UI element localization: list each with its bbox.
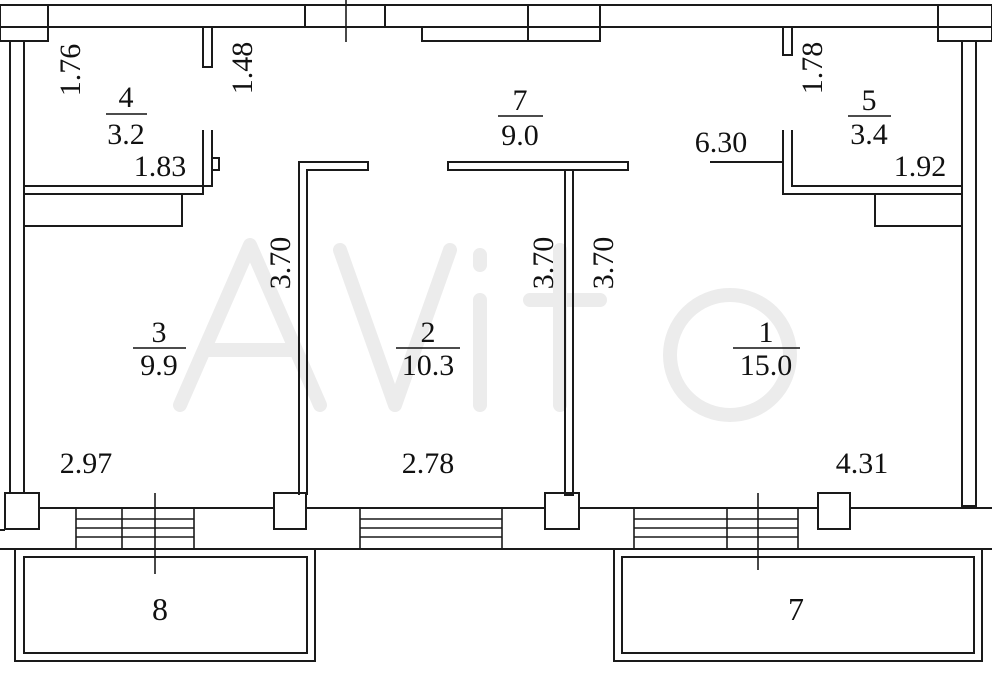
dim-room1-left: 3.70 <box>587 237 620 290</box>
room-2-number: 2 <box>421 316 436 349</box>
room-5-number: 5 <box>862 84 877 117</box>
room-5-area: 3.4 <box>850 118 888 151</box>
room-4-label: 4 3.2 <box>106 81 147 151</box>
dim-room4-bottom: 1.83 <box>134 150 187 183</box>
room-1-label: 1 15.0 <box>733 316 800 382</box>
room-5-label: 5 3.4 <box>848 84 891 151</box>
room-3-label: 3 9.9 <box>133 316 186 382</box>
balcony-7-number: 7 <box>788 591 804 627</box>
window-right <box>633 493 799 570</box>
partition-walls <box>298 161 629 496</box>
room-5-walls <box>710 26 963 227</box>
room-1-area: 15.0 <box>740 349 793 382</box>
room-4-area: 3.2 <box>107 118 145 151</box>
columns <box>4 492 851 530</box>
balcony-8-number: 8 <box>152 591 168 627</box>
room-4-walls <box>23 26 220 227</box>
dim-room4-right: 1.48 <box>226 42 259 95</box>
room-2-area: 10.3 <box>402 349 455 382</box>
room-7-area: 9.0 <box>501 119 539 152</box>
dim-room3-bottom: 2.97 <box>60 447 113 480</box>
room-4-number: 4 <box>119 81 134 114</box>
room-2-label: 2 10.3 <box>396 316 460 382</box>
window-left <box>75 493 195 574</box>
dim-room3-right: 3.70 <box>264 237 297 290</box>
room-7-number: 7 <box>513 84 528 117</box>
dim-room5-left: 1.78 <box>796 42 829 95</box>
dim-room2-bottom: 2.78 <box>402 447 455 480</box>
dim-room2-right: 3.70 <box>527 237 560 290</box>
exterior-walls <box>0 0 992 507</box>
room-1-number: 1 <box>759 316 774 349</box>
room-3-number: 3 <box>152 316 167 349</box>
dim-room1-bottom: 4.31 <box>836 447 889 480</box>
room-3-area: 9.9 <box>140 349 178 382</box>
balcony-left <box>14 548 316 662</box>
dim-room5-bottom: 1.92 <box>894 150 947 183</box>
dim-room4-left: 1.76 <box>54 44 87 97</box>
room-7-label: 7 9.0 <box>498 84 543 152</box>
dim-hall-right: 6.30 <box>695 126 748 159</box>
balcony-right <box>613 548 983 662</box>
window-middle <box>359 507 503 550</box>
